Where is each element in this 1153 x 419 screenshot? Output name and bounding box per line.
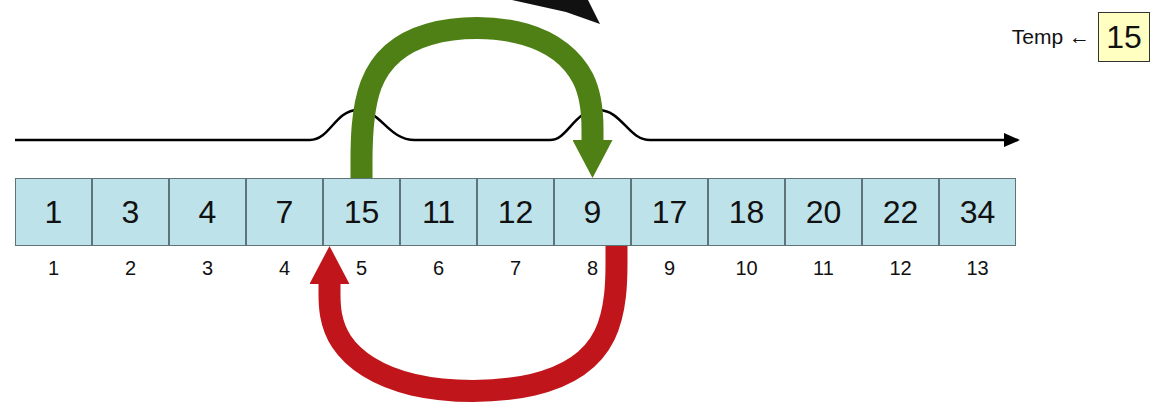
- array-index: 12: [889, 257, 911, 280]
- array-index: 2: [125, 257, 136, 280]
- array-index: 1: [48, 257, 59, 280]
- array-cell: 12: [477, 178, 554, 246]
- cell-value: 3: [122, 194, 140, 231]
- array-index: 13: [966, 257, 988, 280]
- array-cell: 15: [323, 178, 400, 246]
- variable-name: Temp ←: [1012, 25, 1090, 49]
- array-cell: 7: [246, 178, 323, 246]
- cell-value: 15: [344, 194, 380, 231]
- variable-box: 15: [1098, 12, 1150, 62]
- cell-value: 7: [276, 194, 294, 231]
- array-cell: 3: [92, 178, 169, 246]
- variable-value: 15: [1106, 19, 1142, 56]
- array-cell: 4: [169, 178, 246, 246]
- array-index: 9: [664, 257, 675, 280]
- array-index: 10: [735, 257, 757, 280]
- array-cell: 11: [400, 178, 477, 246]
- array-cell: 20: [785, 178, 862, 246]
- array-index: 7: [510, 257, 521, 280]
- cell-value: 17: [652, 194, 688, 231]
- array-index: 11: [813, 257, 834, 280]
- array-index: 6: [433, 257, 444, 280]
- array-cell: 18: [708, 178, 785, 246]
- cell-value: 9: [584, 194, 602, 231]
- cell-value: 20: [806, 194, 842, 231]
- array-cell: 17: [631, 178, 708, 246]
- array-index: 3: [202, 257, 213, 280]
- array-cell: 34: [939, 178, 1016, 246]
- move-arrow: [362, 28, 593, 178]
- cell-value: 11: [422, 194, 455, 231]
- array-cell: 22: [862, 178, 939, 246]
- scan-line: [15, 110, 1018, 140]
- partial-arrow: [512, 0, 600, 24]
- array-cell: 9: [554, 178, 631, 246]
- cell-value: 12: [498, 194, 534, 231]
- cell-value: 18: [729, 194, 765, 231]
- array-index: 5: [356, 257, 367, 280]
- cell-value: 1: [45, 194, 63, 231]
- cell-value: 22: [883, 194, 919, 231]
- array-index: 8: [587, 257, 598, 280]
- move-arrow: [330, 246, 617, 391]
- cell-value: 4: [199, 194, 217, 231]
- temp-variable: Temp ← 15: [1012, 12, 1150, 62]
- array-index: 4: [279, 257, 290, 280]
- cell-value: 34: [960, 194, 996, 231]
- array-cell: 1: [15, 178, 92, 246]
